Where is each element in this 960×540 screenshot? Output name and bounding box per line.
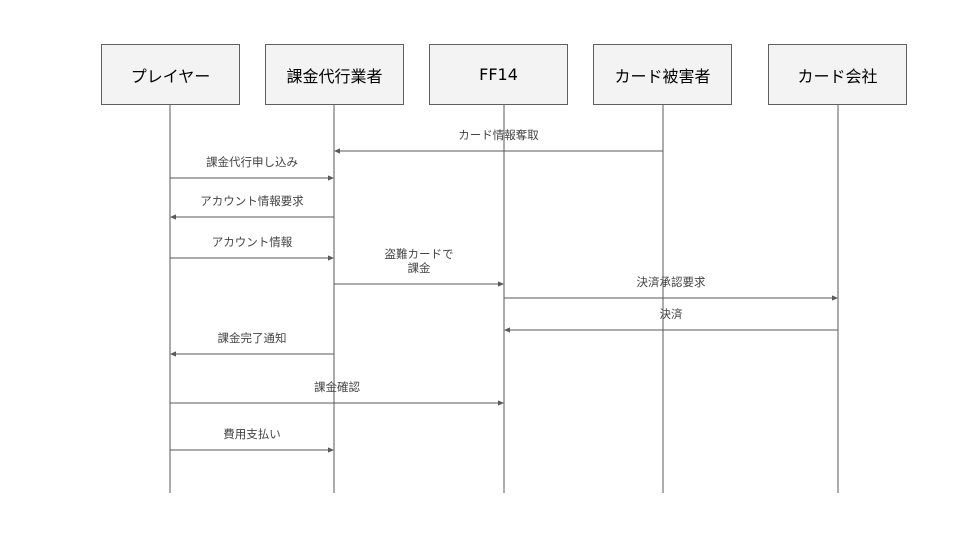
participant-victim: カード被害者	[593, 44, 732, 105]
message-label-3: アカウント情報	[211, 235, 293, 249]
participant-ff14: FF14	[429, 44, 568, 105]
arrowhead-icon	[170, 351, 176, 357]
message-label-9: 費用支払い	[223, 427, 281, 441]
arrowhead-icon	[328, 447, 334, 453]
arrowhead-icon	[498, 281, 504, 287]
arrowhead-icon	[498, 400, 504, 406]
message-label-8: 課金確認	[314, 380, 360, 394]
participant-player: プレイヤー	[101, 44, 240, 105]
arrowhead-icon	[328, 255, 334, 261]
arrowhead-icon	[328, 175, 334, 181]
message-label-5: 決済承認要求	[636, 275, 706, 289]
arrowhead-icon	[832, 295, 838, 301]
message-label-2: アカウント情報要求	[200, 194, 304, 208]
message-label-6: 決済	[659, 307, 683, 321]
arrowhead-icon	[334, 148, 340, 154]
participant-company: カード会社	[768, 44, 907, 105]
message-label-1: 課金代行申し込み	[206, 155, 298, 169]
message-label-4: 盗難カードで 課金	[384, 247, 454, 275]
arrowhead-icon	[504, 327, 510, 333]
message-label-7: 課金完了通知	[217, 331, 287, 345]
arrowhead-icon	[170, 214, 176, 220]
message-label-0: カード情報奪取	[458, 128, 539, 142]
participant-agent: 課金代行業者	[265, 44, 404, 105]
